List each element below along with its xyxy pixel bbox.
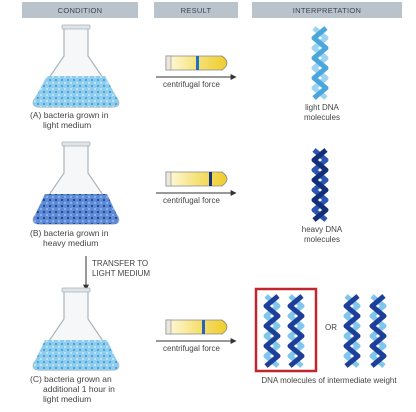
heavy-dna-helix-b [311,148,329,222]
caption-a-line2: light medium [43,120,92,130]
alt-dna-helix-1 [343,294,361,368]
flask-b [32,141,120,225]
force-label-b: centrifugal force [163,196,220,205]
centrifuge-tube-a [165,55,228,71]
transfer-line1: TRANSFER TO [92,259,149,268]
hybrid-dna-helix-1 [263,294,281,368]
caption-c-line1: (C) bacteria grown an [30,374,112,384]
interp-b-line2: molecules [303,235,340,244]
caption-a-line1: (A) bacteria grown in [30,110,109,120]
caption-a: (A) bacteria grown in light medium [30,110,108,130]
highlight-box [254,287,318,373]
interp-b-line1: heavy DNA [301,225,343,234]
caption-b-line1: (B) bacteria grown in [30,228,109,238]
light-dna-helix-a [311,26,329,100]
alt-dna-helix-2 [369,294,387,368]
caption-b: (B) bacteria grown in heavy medium [30,228,108,248]
caption-c-line3: light medium [43,394,92,404]
centrifuge-tube-c [165,319,228,335]
transfer-label: TRANSFER TO LIGHT MEDIUM [92,259,150,279]
force-label-c: centrifugal force [163,344,220,353]
interp-a-line2: molecules [303,113,340,122]
caption-c-line2: additional 1 hour in [43,384,115,394]
header-interpretation: INTERPRETATION [252,2,402,18]
force-label-a: centrifugal force [163,80,220,89]
or-label: OR [325,323,337,332]
interp-a-line1: light DNA [305,103,339,112]
interp-c: DNA molecules of intermediate weight [261,376,397,385]
header-condition: CONDITION [22,2,138,18]
transfer-line2: LIGHT MEDIUM [92,269,151,278]
centrifuge-tube-b [165,171,228,187]
header-result: RESULT [154,2,238,18]
interp-b: heavy DNA molecules [290,225,354,245]
caption-c: (C) bacteria grown an additional 1 hour … [30,374,115,404]
interp-a: light DNA molecules [290,103,354,123]
flask-a [32,24,120,108]
caption-b-line2: heavy medium [43,238,99,248]
hybrid-dna-helix-2 [287,294,305,368]
flask-c [32,287,120,371]
